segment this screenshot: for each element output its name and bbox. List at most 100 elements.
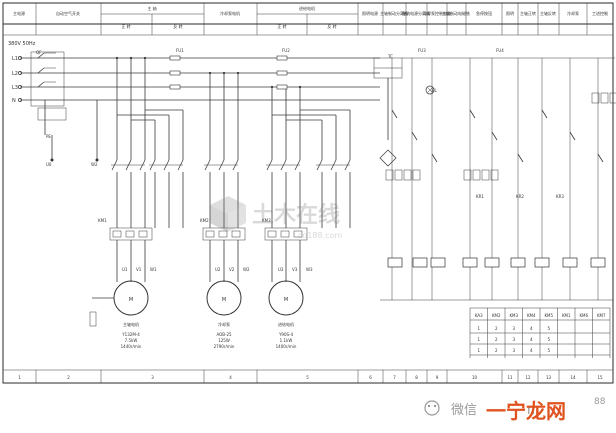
term-u2: U2 <box>215 267 221 272</box>
coil-kt <box>562 257 578 268</box>
breaker-box <box>30 51 65 107</box>
header-cell-h0: 主电源 <box>13 10 25 16</box>
motor-spec: 1400r/min <box>276 344 297 349</box>
phase-n: N <box>12 98 16 104</box>
watermark-bottom: 微信 m 一宁龙网 88 <box>424 397 606 423</box>
motor-caption: 进给电机 <box>278 321 294 327</box>
motor-group: M主轴电机Y132M-47.5kW1440r/minM冷却泵AOB-25125W… <box>89 280 304 349</box>
motor-spec: 1440r/min <box>121 344 142 349</box>
wechat-icon <box>424 400 440 416</box>
relay-label-kr2: KR2 <box>516 194 524 199</box>
footer-col-1: 1 <box>18 375 21 380</box>
header-cell-h4: 反 转 <box>173 23 182 29</box>
table-cell: 2 <box>495 337 498 342</box>
footer-col-9: 9 <box>436 375 439 380</box>
phase-l3: L3 <box>12 85 18 91</box>
table-cell: 5 <box>547 337 550 342</box>
table-cell: 1 <box>477 337 480 342</box>
coil-km1 <box>387 257 403 268</box>
motor-spec: Y90S-4 <box>278 332 294 337</box>
header-cell-h6: 进给电机 <box>299 5 315 11</box>
footer-col-2: 2 <box>67 375 70 380</box>
relay-label-kr3: KR3 <box>556 194 564 199</box>
relay-block-1-0 <box>463 169 472 181</box>
term-v1: V1 <box>136 267 142 272</box>
pe-node-label: PE <box>46 134 51 139</box>
footer-col-11: 11 <box>507 375 513 380</box>
bus-node-2 <box>18 85 22 89</box>
relay-label-kr1: KR1 <box>476 194 484 199</box>
footer-col-6: 6 <box>369 375 372 380</box>
fuse-fu1-label: FU1 <box>176 48 184 53</box>
node-w2-label: W2 <box>91 162 98 167</box>
footer-col-10: 10 <box>472 375 478 380</box>
fuse-fu2-label: FU2 <box>282 48 290 53</box>
table-head-km4: KM4 <box>527 313 536 318</box>
header-cell-h11: 整流电源分离器 <box>402 10 430 16</box>
relay-block-0-0 <box>385 169 394 181</box>
bus-node-3 <box>18 98 22 102</box>
motor-spec: 125W <box>218 338 230 343</box>
table-cell: 3 <box>512 337 515 342</box>
header-cell-h8: 反 转 <box>327 23 336 29</box>
node-w2-dot <box>95 158 99 162</box>
bus-node-1 <box>18 71 22 75</box>
table-head-km6: KM6 <box>579 313 588 318</box>
relay-block-2-1 <box>600 92 609 104</box>
coil-km5 <box>484 257 500 268</box>
header-cell-h1: 自动空气开关 <box>56 10 80 16</box>
footer-col-12: 12 <box>525 375 531 380</box>
term-w1: W1 <box>150 267 157 272</box>
motor-caption: 冷却泵 <box>218 321 230 327</box>
table-cell: 1 <box>477 326 480 331</box>
header-cell-h16: 主轴正转 <box>520 10 536 16</box>
fuse-fu3-label: FU3 <box>418 48 426 53</box>
lamp-label: EL <box>432 88 438 93</box>
pe-box <box>37 107 67 121</box>
relay-block-2-2 <box>609 92 616 104</box>
term-u1: U1 <box>122 267 128 272</box>
watermark-center: 土木在线 co188.com <box>210 196 342 240</box>
relay-block-0-2 <box>403 169 412 181</box>
footer-col-4: 4 <box>229 375 232 380</box>
watermark-main-text: 土木在线 <box>252 202 340 228</box>
header-cell-h12: 冷却泵控制电路 <box>423 10 451 16</box>
coil-km4 <box>462 257 478 268</box>
term-v3: V3 <box>292 267 298 272</box>
ground-box <box>89 311 97 327</box>
footer-col-7: 7 <box>393 375 396 380</box>
table-cell: 1 <box>477 348 480 353</box>
table-cell: 3 <box>512 326 515 331</box>
term-u3: U3 <box>278 267 284 272</box>
table-head-km2: KM2 <box>492 313 501 318</box>
header-row: 主电源自动空气开关主 轴正 转反 转冷却泵电机进给电机正 转反 转照明电源主轴制… <box>2 3 614 36</box>
watermark-wechat-prefix: 微信 <box>451 403 477 418</box>
motor-spec: 2790r/min <box>214 344 235 349</box>
table-cell: 4 <box>530 326 533 331</box>
phase-l2: L2 <box>12 71 18 77</box>
fuse-fu4-label: FU4 <box>496 48 504 53</box>
relay-block-1-3 <box>490 169 499 181</box>
watermark-domain-text: co188.com <box>298 231 342 240</box>
footer-col-3: 3 <box>151 375 154 380</box>
table-cell: 5 <box>547 326 550 331</box>
table-head-ka3: KA3 <box>475 313 483 318</box>
node-u0-dot <box>50 158 54 162</box>
breaker-label: QF <box>36 50 42 55</box>
header-cell-h14: 急停按钮 <box>476 10 492 16</box>
coil-km2 <box>412 257 428 268</box>
motor-spec: 7.5kW <box>125 338 138 343</box>
motor-spec: Y132M-4 <box>121 332 140 337</box>
header-cell-h9: 照明电源 <box>362 10 378 16</box>
watermark-wechat-suffix: m <box>527 403 540 418</box>
sheet-border <box>2 2 614 384</box>
term-w3: W3 <box>306 267 313 272</box>
watermark-logo-icon <box>210 196 246 232</box>
phase-l1: L1 <box>12 56 18 62</box>
relay-block-0-3 <box>412 169 421 181</box>
rectifier-icon <box>379 149 397 167</box>
header-cell-h10: 主轴制动分离器 <box>380 10 408 16</box>
term-w2: W2 <box>243 267 250 272</box>
table-cell: 4 <box>530 337 533 342</box>
